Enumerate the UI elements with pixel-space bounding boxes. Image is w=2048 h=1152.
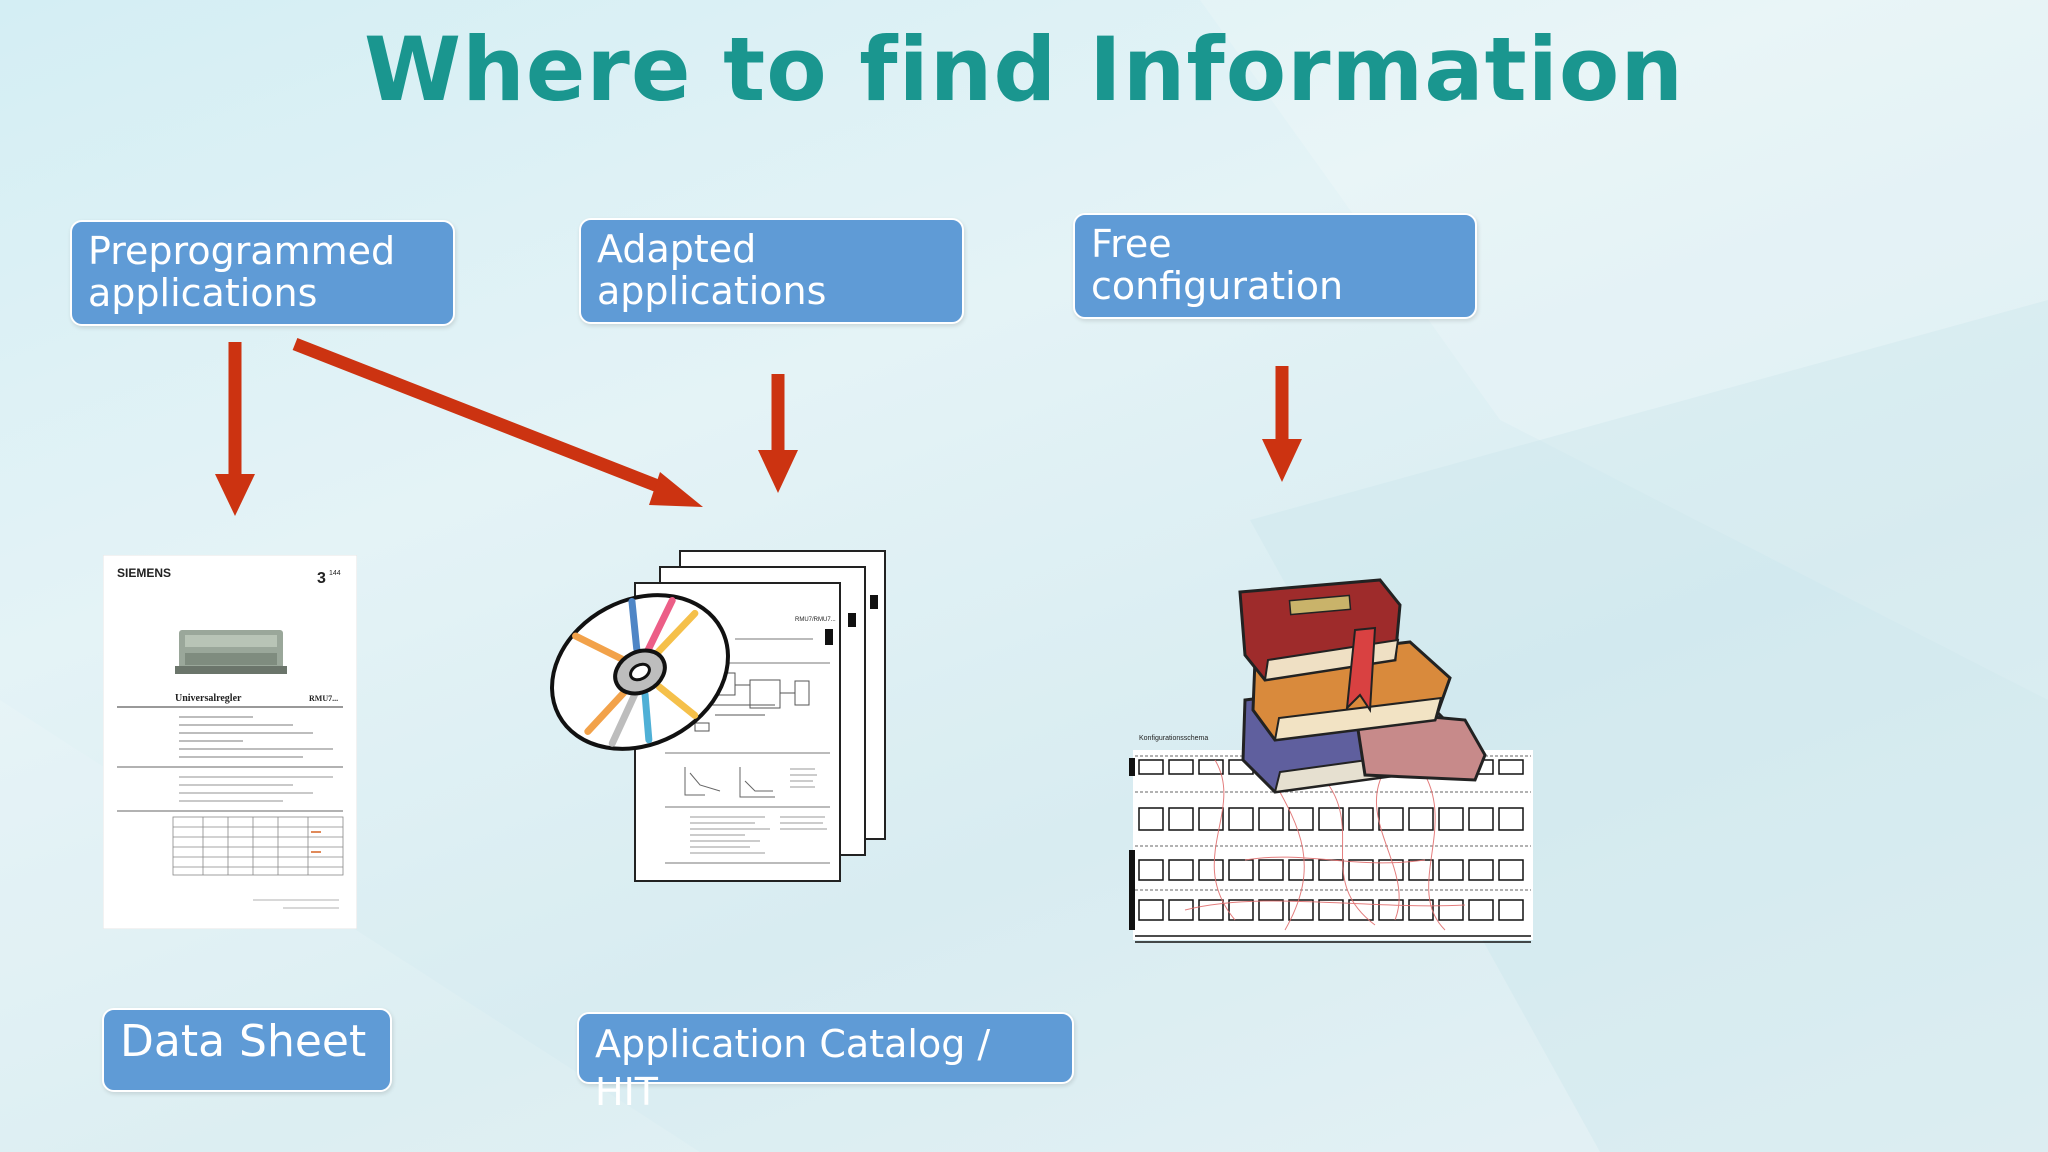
datasheet-brand: SIEMENS <box>117 566 171 580</box>
wiring-module <box>1198 899 1224 921</box>
wiring-module <box>1318 899 1344 921</box>
wiring-module <box>1438 807 1464 831</box>
arrow-adapted-to-catalog <box>758 374 798 493</box>
wiring-module <box>1468 859 1494 881</box>
wiring-module <box>1498 807 1524 831</box>
box-line: Free <box>1091 222 1172 266</box>
box-line: Preprogrammed <box>88 229 396 273</box>
wiring-module <box>1168 899 1194 921</box>
wiring-module <box>1288 859 1314 881</box>
wiring-module <box>1168 807 1194 831</box>
wiring-module <box>1408 859 1434 881</box>
wiring-module <box>1258 899 1284 921</box>
wiring-module <box>1258 807 1284 831</box>
box-line: Adapted <box>597 227 757 271</box>
slide-title: Where to find Information <box>364 18 1684 121</box>
wiring-module <box>1378 807 1404 831</box>
datasheet-number: 3 <box>317 570 326 587</box>
box-free-configuration: Free configuration <box>1073 213 1477 319</box>
wiring-module <box>1318 807 1344 831</box>
wiring-module <box>1408 899 1434 921</box>
books-icon <box>1238 578 1487 794</box>
wiring-module <box>1498 859 1524 881</box>
box-line: configuration <box>1091 264 1344 308</box>
arrow-preprogrammed-to-datasheet <box>215 342 255 516</box>
box-adapted-applications: Adapted applications <box>579 218 964 324</box>
wiring-module <box>1438 899 1464 921</box>
wiring-module <box>1348 859 1374 881</box>
arrow-preprogrammed-to-catalog <box>292 337 703 507</box>
wiring-module <box>1348 807 1374 831</box>
label-text: Data Sheet <box>120 1016 367 1067</box>
wiring-module <box>1288 807 1314 831</box>
wiring-module <box>1198 859 1224 881</box>
wiring-module <box>1498 899 1524 921</box>
label-application-catalog-hit: Application Catalog / HIT <box>577 1012 1074 1114</box>
config-doc-title: Konfigurationsschema <box>1139 735 1208 742</box>
wiring-module <box>1138 899 1164 921</box>
wiring-module <box>1288 899 1314 921</box>
wiring-module <box>1228 807 1254 831</box>
config-illustration: Konfigurationsschema <box>1129 578 1533 943</box>
box-line: applications <box>88 271 318 315</box>
wiring-module <box>1168 859 1194 881</box>
controller-device-icon <box>175 630 287 674</box>
box-preprogrammed-applications: Preprogrammed applications <box>70 220 455 326</box>
wiring-module <box>1138 807 1164 831</box>
wiring-module <box>1138 859 1164 881</box>
wiring-module <box>1138 759 1164 775</box>
label-data-sheet: Data Sheet <box>102 1008 392 1092</box>
datasheet-heading: Universalregler <box>175 693 242 704</box>
wiring-module <box>1468 807 1494 831</box>
wiring-module <box>1168 759 1194 775</box>
arrow-free-to-config <box>1262 366 1302 482</box>
box-line: applications <box>597 269 827 313</box>
wiring-module <box>1498 759 1524 775</box>
datasheet-code: RMU7... <box>309 694 338 703</box>
wiring-module <box>1198 807 1224 831</box>
wiring-module <box>1198 759 1224 775</box>
wiring-module <box>1408 807 1434 831</box>
wiring-module <box>1468 899 1494 921</box>
wiring-module <box>1258 859 1284 881</box>
wiring-module <box>1228 899 1254 921</box>
wiring-module <box>1228 859 1254 881</box>
cd-disc-icon <box>550 593 730 751</box>
catalog-illustration: RMU7/RMU7... <box>550 550 886 882</box>
wiring-module <box>1318 859 1344 881</box>
label-text: Application Catalog / HIT <box>595 1022 991 1114</box>
datasheet-number-sup: 144 <box>329 570 341 577</box>
catalog-doc-code: RMU7/RMU7... <box>795 617 836 623</box>
datasheet-thumbnail: SIEMENS 3 144 Universalregler RMU7... <box>103 555 357 929</box>
wiring-module <box>1438 859 1464 881</box>
